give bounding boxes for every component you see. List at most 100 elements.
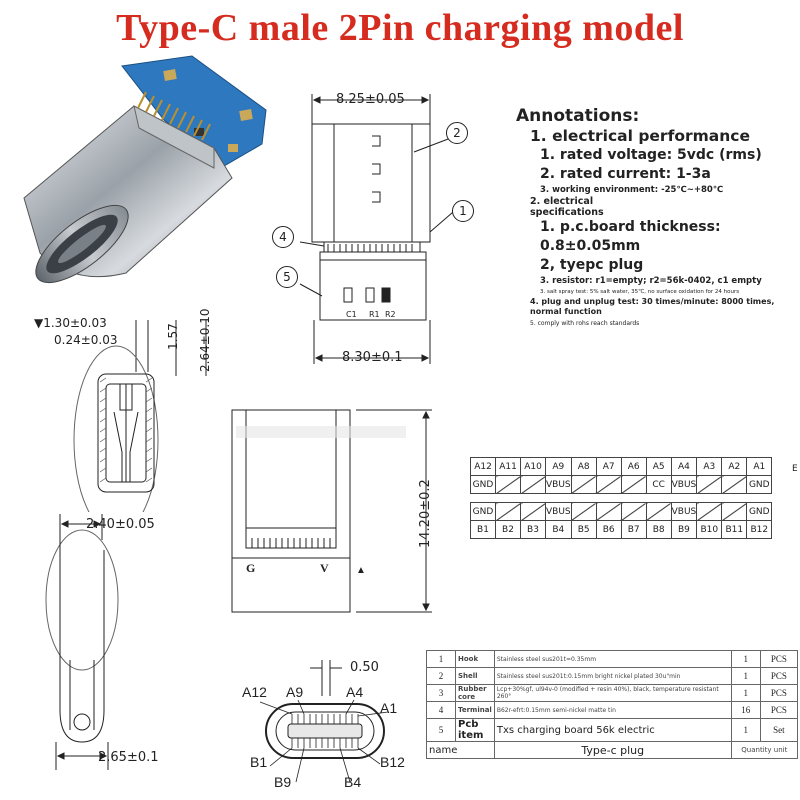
pin-table-gap	[471, 494, 772, 503]
dim-side-h1: 1.57	[166, 323, 180, 350]
bom-cell-no: 2	[426, 667, 456, 685]
bom-cell-unit: PCS	[759, 650, 799, 668]
bom-cell-unit: Set	[759, 718, 799, 742]
bom-cell-qty: 1	[730, 650, 761, 668]
pin-cell: B12	[746, 520, 773, 539]
callout-4: 4	[272, 226, 294, 248]
pin-cell: A4	[670, 457, 698, 476]
bom-cell-unit: PCS	[759, 684, 799, 702]
page-title: Type-C male 2Pin charging model	[116, 7, 684, 49]
dim-bottom-width: 8.30±0.1	[342, 350, 403, 365]
bom-footer-qty-unit: Quantity unit	[730, 741, 799, 759]
bom-cell-qty: 1	[730, 718, 761, 742]
pin-cell: A8	[570, 457, 597, 476]
bom-cell-spec: Lcp+30%gf, ul94v-0 (modified + resin 40%…	[493, 684, 732, 702]
pin-cell: A11	[495, 457, 521, 476]
pin-cell	[696, 475, 723, 494]
pin-cell: B11	[721, 520, 748, 539]
callout-2: 2	[446, 122, 468, 144]
pin-cell: B3	[520, 520, 546, 539]
dim-width-265: 2.65±0.1	[98, 750, 159, 765]
dim-top-width: 8.25±0.05	[336, 92, 405, 107]
receptacle-face-drawing	[259, 660, 389, 783]
annotation-line: 3. resistor: r1=empty; r2=56k-0402, c1 e…	[540, 276, 762, 286]
bom-cell-no: 1	[426, 650, 456, 668]
pin-cell: B4	[545, 520, 572, 539]
pin-label-a1: A1	[380, 700, 398, 716]
pin-cell: VBUS	[670, 502, 698, 521]
pin-label-a9: A9	[286, 684, 304, 700]
pin-cell	[495, 475, 521, 494]
bom-cell-qty: 16	[730, 701, 761, 719]
pin-cell	[620, 475, 647, 494]
bom-cell-qty: 1	[730, 684, 761, 702]
callout-5: 5	[276, 266, 298, 288]
pin-cell: GND	[470, 502, 496, 521]
annotation-line: 2. electrical	[530, 196, 594, 207]
product-photo	[23, 55, 267, 284]
bom-cell-no: 4	[426, 701, 456, 719]
bom-cell-unit: PCS	[759, 667, 799, 685]
pin-cell: A5	[645, 457, 672, 476]
pin-cell: B2	[495, 520, 521, 539]
bom-cell-spec: Stainless steel sus201t=0.35mm	[493, 650, 732, 668]
body-label-arrow: ▲	[356, 565, 366, 576]
dim-side-h2: 2.64±0.10	[198, 308, 212, 373]
bom-cell-no: 5	[426, 718, 456, 742]
body-label-g: G	[246, 561, 256, 575]
pin-table-row: GND VBUS VBUS GND	[470, 502, 773, 521]
bom-cell-qty: 1	[730, 667, 761, 685]
annotations-heading: Annotations:	[516, 106, 640, 126]
pin-table-mark: E	[792, 464, 798, 474]
pcb-label-c1: C1	[346, 310, 357, 319]
bom-cell-spec: Txs charging board 56k electric	[493, 718, 732, 742]
pin-cell	[595, 502, 622, 521]
pin-gap-cell	[471, 494, 772, 503]
pin-cell: A9	[545, 457, 572, 476]
pin-cell: VBUS	[545, 475, 572, 494]
pin-cell: A3	[696, 457, 723, 476]
bom-footer-name: name	[426, 741, 495, 759]
bom-cell-name: Terminal	[454, 701, 495, 719]
pin-cell	[645, 502, 672, 521]
dim-height-1420: 14.20±0.2	[418, 479, 433, 548]
annotation-line: 3. salt spray test: 5% salt water, 35℃, …	[540, 289, 740, 295]
pin-cell: CC	[645, 475, 672, 494]
annotation-line: 2. rated current: 1-3a	[540, 166, 711, 182]
pin-label-b4: B4	[344, 774, 362, 790]
pin-cell: A12	[470, 457, 496, 476]
bom-cell-name: Shell	[454, 667, 495, 685]
annotation-line: 5. comply with rohs reach standards	[530, 320, 640, 327]
pin-cell	[721, 502, 748, 521]
pin-cell: B10	[696, 520, 723, 539]
pin-cell: A7	[595, 457, 622, 476]
pin-cell: B6	[595, 520, 622, 539]
profile-drawing	[45, 514, 119, 770]
dim-side-a: ▼1.30±0.03	[34, 316, 107, 330]
pcb-label-r1: R1	[369, 310, 380, 319]
bom-cell-unit: PCS	[759, 701, 799, 719]
pin-label-b1: B1	[250, 754, 268, 770]
dim-pitch: 0.50	[350, 660, 379, 675]
bom-cell-no: 3	[426, 684, 456, 702]
pin-cell: VBUS	[670, 475, 698, 494]
pin-cell: GND	[746, 502, 773, 521]
bom-cell-name: Pcb item	[454, 718, 495, 742]
annotation-line: 1. electrical performance	[530, 127, 750, 145]
pin-cell: A10	[520, 457, 546, 476]
annotation-line: 2, tyepc plug	[540, 257, 644, 273]
bom-cell-spec: Stainless steel sus201t:0.15mm bright ni…	[493, 667, 732, 685]
pin-cell: VBUS	[545, 502, 572, 521]
pin-cell	[495, 502, 521, 521]
pin-cell: B7	[620, 520, 647, 539]
pin-cell: B8	[645, 520, 672, 539]
